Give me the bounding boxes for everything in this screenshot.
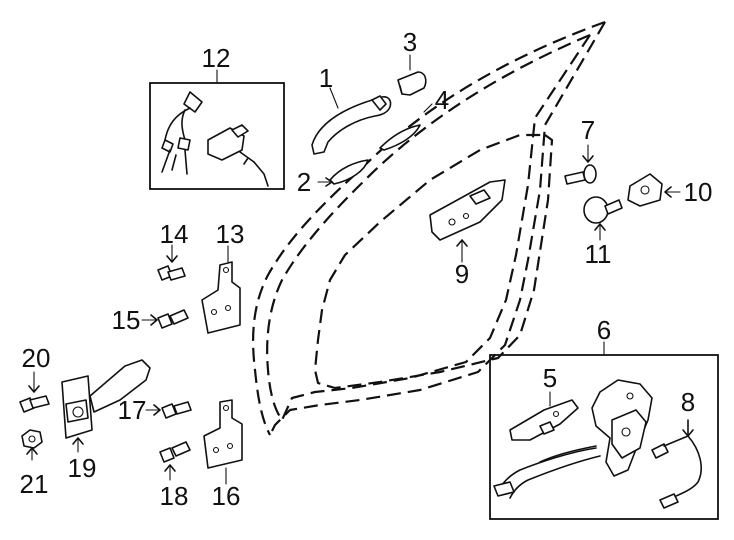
callout-6: 6 xyxy=(596,315,612,345)
callout-2: 2 xyxy=(296,167,312,197)
callout-16: 16 xyxy=(211,481,241,511)
callout-9: 9 xyxy=(454,259,470,289)
check-nut xyxy=(21,429,43,461)
wire-harness xyxy=(651,419,702,509)
callout-15: 15 xyxy=(111,305,141,335)
callout-19: 19 xyxy=(67,453,97,483)
callout-8: 8 xyxy=(680,387,696,417)
hinge-bolt-3 xyxy=(159,441,191,481)
handle-gasket-rear xyxy=(379,103,433,151)
callout-14: 14 xyxy=(159,219,189,249)
striker-bolt xyxy=(564,144,597,185)
callout-10: 10 xyxy=(683,177,713,207)
callout-7: 7 xyxy=(580,115,596,145)
inside-handle xyxy=(429,179,506,263)
handle-gasket-front xyxy=(317,159,369,187)
upper-hinge xyxy=(201,245,241,334)
callout-20: 20 xyxy=(21,343,51,373)
door-outline xyxy=(252,20,606,436)
outside-handle xyxy=(311,87,392,155)
callout-1: 1 xyxy=(318,63,334,93)
check-bolt xyxy=(19,371,50,413)
door-check xyxy=(61,359,151,453)
callout-4: 4 xyxy=(434,85,450,115)
hinge-bolt-lower xyxy=(141,309,189,329)
callout-13: 13 xyxy=(215,219,245,249)
lock-cylinder-set xyxy=(149,69,285,190)
door-check-bracket xyxy=(627,173,681,207)
plug xyxy=(583,196,623,241)
hinge-bolt-2 xyxy=(145,401,192,419)
callout-3: 3 xyxy=(402,27,418,57)
callout-12: 12 xyxy=(201,43,231,73)
callout-18: 18 xyxy=(159,481,189,511)
handle-cap xyxy=(397,54,427,96)
callout-5: 5 xyxy=(542,363,558,393)
callout-21: 21 xyxy=(19,469,49,499)
callout-11: 11 xyxy=(584,239,612,269)
hinge-bolt xyxy=(157,244,186,281)
lower-hinge xyxy=(203,399,243,485)
callout-17: 17 xyxy=(117,395,147,425)
latch-assembly-box xyxy=(489,341,719,520)
latch-rod-bracket xyxy=(509,391,579,441)
